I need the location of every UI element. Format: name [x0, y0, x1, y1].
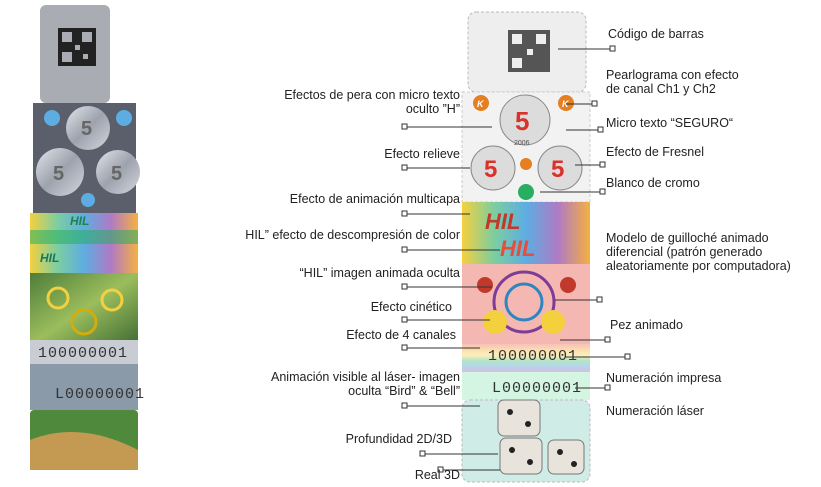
label-guilloche-model: Modelo de guilloché animado diferencial …: [606, 231, 791, 273]
label-chrome-white: Blanco de cromo: [606, 176, 700, 190]
right-coin-numeral-3: 5: [551, 156, 564, 183]
label-laser-numbering: Numeración láser: [606, 404, 704, 418]
right-hil-text-1: HIL: [485, 209, 520, 234]
left-coin-numeral-3: 5: [111, 163, 122, 185]
label-multilayer-animation: Efecto de animación multicapa: [289, 192, 460, 206]
right-coin-numeral-2: 5: [484, 156, 497, 183]
label-printed-numbering: Numeración impresa: [606, 371, 722, 385]
right-coin-numeral-1: 5: [515, 106, 529, 136]
right-laser-serial: L00000001: [492, 380, 582, 397]
left-printed-serial: 100000001: [38, 345, 128, 362]
label-color-decompression: HIL” efecto de descompresión de color: [245, 228, 460, 242]
label-animated-fish: Pez animado: [610, 318, 683, 332]
left-laser-serial: L00000001: [55, 386, 145, 403]
label-four-channel-effect: Efecto de 4 canales: [346, 328, 456, 342]
label-laser-visible-animation: Animación visible al láser- imagen ocult…: [271, 370, 460, 398]
label-pear-effect: Efectos de pera con micro texto oculto ”…: [284, 88, 460, 116]
label-depth-2d-3d: Profundidad 2D/3D: [345, 432, 452, 446]
right-coin-year: 2006: [514, 140, 530, 147]
right-badge-k-1: K: [477, 99, 485, 109]
label-fresnel-effect: Efecto de Fresnel: [606, 145, 704, 159]
left-coin-numeral-1: 5: [81, 118, 92, 140]
label-hidden-animated-image: “HIL” imagen animada oculta: [299, 266, 461, 280]
left-hil-text-1: HIL: [70, 214, 89, 228]
right-laser-area: [462, 372, 590, 400]
label-real-3d: Real 3D: [414, 468, 460, 482]
label-relief-effect: Efecto relieve: [384, 147, 460, 161]
label-microtext: Micro texto “SEGURO“: [606, 116, 734, 130]
label-pearlogram: Pearlograma con efecto de canal Ch1 y Ch…: [606, 68, 739, 96]
left-hil-text-2: HIL: [40, 251, 59, 265]
right-hil-band: [462, 202, 590, 264]
right-printed-serial: 100000001: [488, 348, 578, 365]
label-barcode: Código de barras: [608, 27, 704, 41]
label-kinetic-effect: Efecto cinético: [370, 300, 452, 314]
left-coin-numeral-2: 5: [53, 163, 64, 185]
left-laser-area: [30, 364, 138, 410]
right-hil-text-2: HIL: [500, 236, 535, 261]
